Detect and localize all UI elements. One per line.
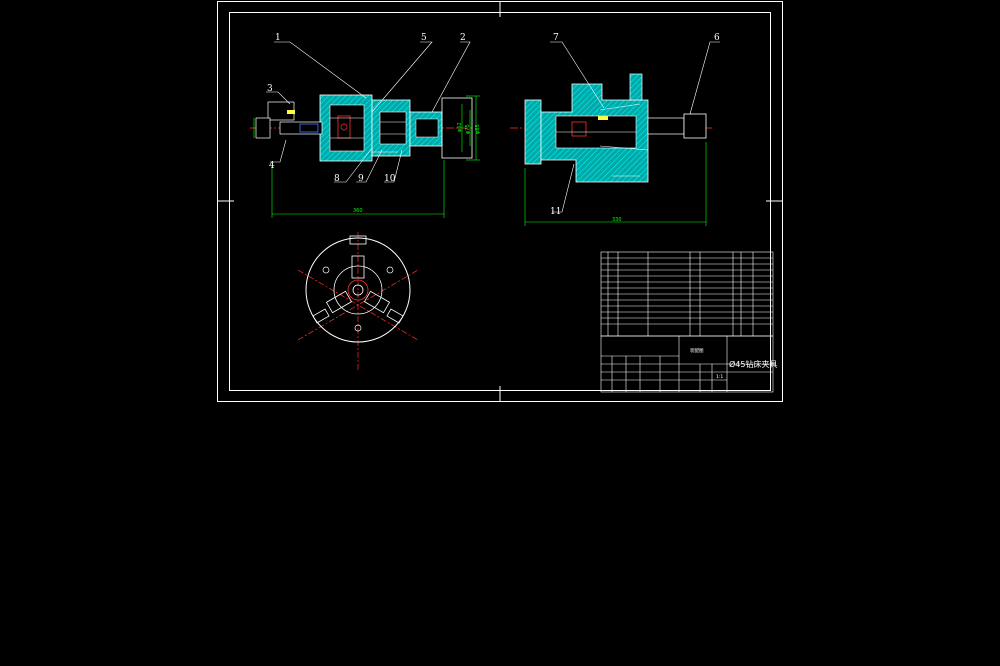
side-end-plate [524, 99, 542, 165]
front-width-dimension: 360 [353, 208, 363, 214]
drawing-title: Ø45钻床夹具 [729, 359, 777, 369]
side-leader-lines [550, 41, 720, 213]
chuck-left-lug [312, 308, 330, 324]
title-block [600, 335, 774, 393]
part-label-1: 1 [275, 33, 281, 43]
part-label-7: 7 [553, 33, 559, 43]
front-internal-lines [330, 117, 406, 153]
scale-value: 1:1 [716, 374, 723, 380]
front-shaft [279, 121, 323, 135]
part-label-11: 11 [550, 207, 561, 217]
chuck-hub [347, 279, 369, 301]
front-blue-spring [299, 123, 319, 133]
front-section-view: 360 φ62 φ75 φ85 1 5 2 3 4 8 9 10 [250, 33, 481, 218]
part-label-3: 3 [267, 84, 273, 94]
front-dia-a-dimension: φ62 [457, 122, 463, 132]
part-label-9: 9 [358, 174, 364, 184]
chuck-bolt-holes [322, 266, 394, 332]
parts-list-table [600, 251, 774, 337]
part-label-10: 10 [384, 174, 396, 184]
assembly-label: 装配图 [690, 347, 704, 354]
front-yellow-bolt [287, 110, 295, 114]
centering-marks [218, 2, 782, 401]
chuck-bore [352, 284, 364, 296]
side-top-lug [629, 73, 643, 101]
part-label-2: 2 [460, 33, 466, 43]
front-leader-lines [266, 41, 471, 183]
side-internal-lines [556, 103, 649, 177]
chuck-jaw-top [351, 255, 365, 279]
part-label-8: 8 [334, 174, 340, 184]
front-dia-c-dimension: φ85 [475, 124, 481, 134]
chuck-jaw-left [325, 290, 353, 314]
side-dimensions [524, 142, 707, 226]
part-label-6: 6 [714, 33, 720, 43]
front-dimensions [253, 95, 480, 218]
side-section-view: 330 7 6 11 [510, 33, 720, 226]
front-red-pin [340, 123, 348, 131]
front-workpiece-outline [441, 97, 473, 159]
side-handle-knob [683, 113, 707, 139]
chuck-outer-rim [305, 237, 411, 343]
front-flange-core [379, 111, 407, 145]
side-yellow-bolt [598, 116, 608, 120]
chuck-right-lug [386, 308, 404, 324]
part-label-4: 4 [269, 161, 275, 171]
sheet-inner-border [229, 12, 771, 391]
front-dia-b-dimension: φ75 [465, 124, 471, 134]
top-view-chuck [297, 232, 419, 370]
side-red-insert [571, 121, 587, 137]
chuck-jaw-right [363, 290, 391, 314]
side-handle-shaft [647, 117, 685, 135]
front-sleeve-bore [415, 118, 439, 138]
chuck-top-lug [349, 235, 367, 245]
top-view-center-lines [297, 232, 419, 370]
chuck-inner-ring [333, 265, 383, 315]
sheet-outer-border [217, 1, 783, 402]
side-width-dimension: 330 [612, 217, 622, 223]
part-label-5: 5 [421, 33, 427, 43]
front-end-block [255, 117, 271, 139]
